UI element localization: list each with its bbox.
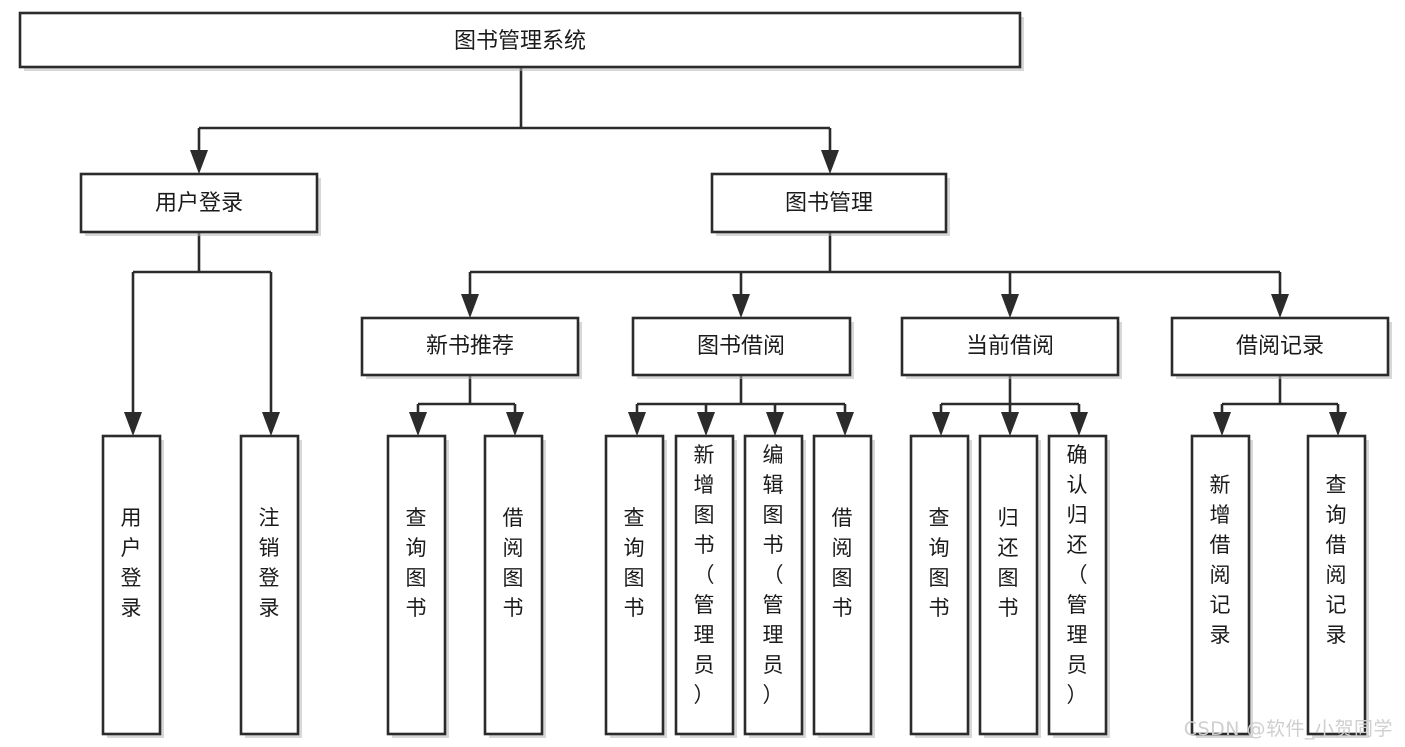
node-leaf-query-record[interactable]: 查询借阅记录: [1306, 434, 1369, 738]
node-leaf-query-book-3-label: 查询图书: [929, 506, 950, 620]
node-book-manage[interactable]: 图书管理: [710, 172, 950, 236]
node-leaf-edit-book-label: 编辑图书（管理员）: [763, 443, 784, 707]
arrowhead-leaf-add-record: [1213, 412, 1231, 436]
node-book-borrow-label: 图书借阅: [697, 334, 785, 359]
arrowhead-leaf-query-book-1: [409, 412, 427, 436]
arrowhead-book-manage: [821, 150, 839, 174]
node-leaf-add-record[interactable]: 新增借阅记录: [1190, 434, 1253, 738]
node-new-book-recommend-label: 新书推荐: [426, 334, 514, 359]
node-leaf-query-record-label: 查询借阅记录: [1326, 473, 1347, 647]
node-leaf-query-book-3[interactable]: 查询图书: [909, 434, 972, 738]
arrowhead-current-borrow: [1001, 294, 1019, 318]
node-current-borrow-label: 当前借阅: [966, 334, 1054, 359]
node-book-borrow[interactable]: 图书借阅: [631, 316, 854, 379]
node-leaf-edit-book[interactable]: 编辑图书（管理员）: [743, 434, 806, 738]
arrowhead-leaf-borrow-book-1: [506, 412, 524, 436]
node-leaf-query-book-1-label: 查询图书: [406, 506, 427, 620]
node-leaf-borrow-book-2[interactable]: 借阅图书: [812, 434, 875, 738]
arrowhead-leaf-borrow-book-2: [836, 412, 854, 436]
arrowhead-new-book-recommend: [461, 294, 479, 318]
node-borrow-record-label: 借阅记录: [1236, 334, 1324, 359]
node-root-label: 图书管理系统: [454, 29, 586, 54]
node-book-manage-label: 图书管理: [785, 191, 873, 216]
arrowhead-leaf-query-book-2: [628, 412, 646, 436]
connector-layer: [124, 67, 1347, 436]
arrowhead-leaf-user-logout: [262, 412, 280, 436]
node-user-login-label: 用户登录: [155, 191, 243, 216]
node-leaf-query-book-2-label: 查询图书: [624, 506, 645, 620]
arrowhead-user-login: [190, 150, 208, 174]
arrowhead-leaf-confirm-return: [1070, 412, 1088, 436]
node-leaf-user-logout[interactable]: 注销登录: [239, 434, 302, 738]
arrowhead-book-borrow: [732, 294, 750, 318]
csdn-watermark: CSDN @软件_小贺同学: [1183, 718, 1393, 740]
node-leaf-add-book-label: 新增图书（管理员）: [694, 443, 715, 707]
node-user-login[interactable]: 用户登录: [79, 172, 321, 236]
node-leaf-user-login-label: 用户登录: [121, 506, 142, 620]
node-root[interactable]: 图书管理系统: [18, 11, 1024, 71]
node-leaf-borrow-book-1-label: 借阅图书: [503, 506, 524, 620]
node-leaf-add-record-label: 新增借阅记录: [1210, 473, 1231, 647]
node-leaf-confirm-return-label: 确认归还（管理员）: [1067, 443, 1088, 707]
node-borrow-record[interactable]: 借阅记录: [1170, 316, 1392, 379]
arrowhead-borrow-record: [1271, 294, 1289, 318]
node-leaf-return-book[interactable]: 归还图书: [978, 434, 1041, 738]
arrowhead-leaf-add-book: [697, 412, 715, 436]
arrowhead-leaf-edit-book: [766, 412, 784, 436]
node-leaf-confirm-return[interactable]: 确认归还（管理员）: [1047, 434, 1110, 738]
node-leaf-add-book[interactable]: 新增图书（管理员）: [674, 434, 737, 738]
node-leaf-borrow-book-2-label: 借阅图书: [832, 506, 853, 620]
node-leaf-return-book-label: 归还图书: [998, 506, 1019, 620]
arrowhead-leaf-return-book: [1001, 412, 1019, 436]
arrowhead-leaf-user-login: [124, 412, 142, 436]
node-layer: 图书管理系统 用户登录 图书管理 新书推荐: [18, 11, 1392, 738]
node-leaf-query-book-1[interactable]: 查询图书: [386, 434, 449, 738]
node-leaf-user-logout-label: 注销登录: [259, 506, 280, 620]
node-new-book-recommend[interactable]: 新书推荐: [360, 316, 582, 379]
arrowhead-leaf-query-record: [1329, 412, 1347, 436]
node-current-borrow[interactable]: 当前借阅: [900, 316, 1122, 379]
node-leaf-user-login[interactable]: 用户登录: [101, 434, 164, 738]
node-leaf-borrow-book-1[interactable]: 借阅图书: [483, 434, 546, 738]
node-leaf-query-book-2[interactable]: 查询图书: [604, 434, 667, 738]
arrowhead-leaf-query-book-3: [932, 412, 950, 436]
